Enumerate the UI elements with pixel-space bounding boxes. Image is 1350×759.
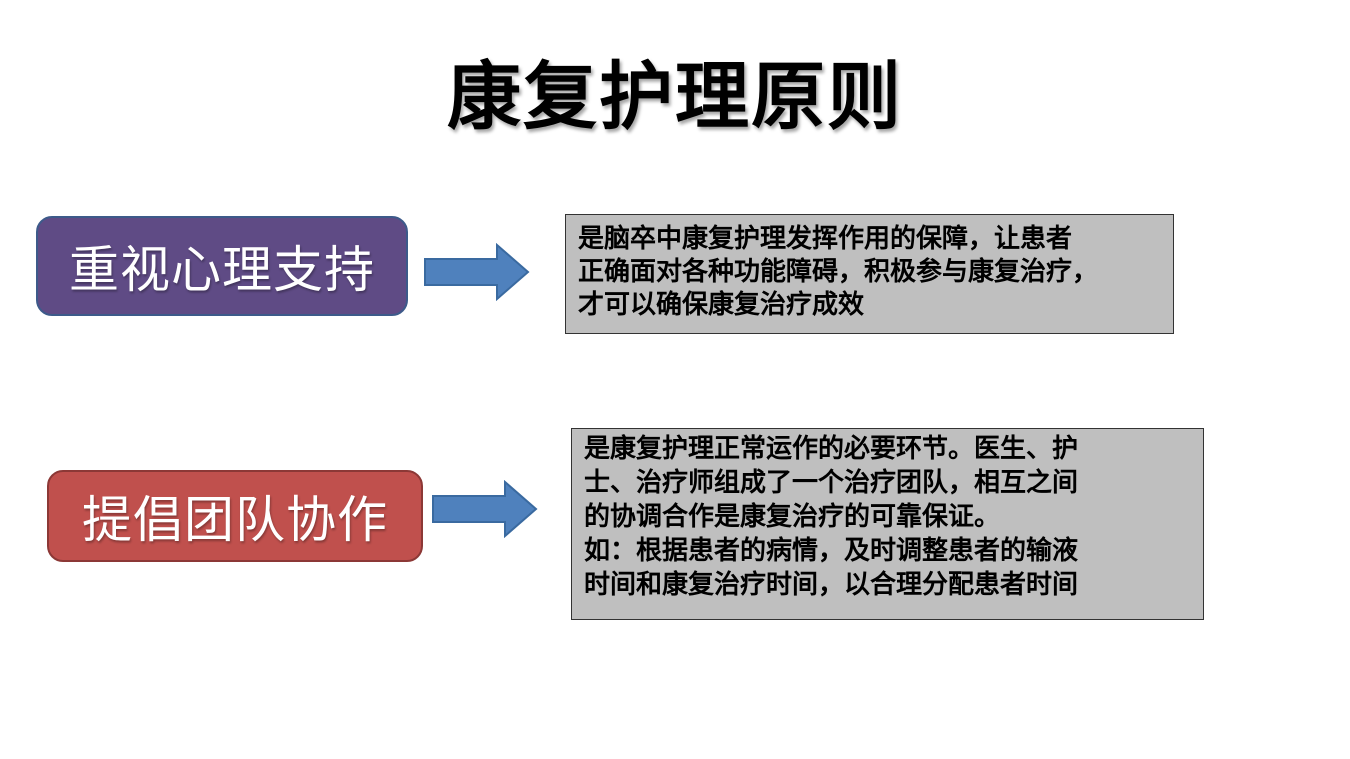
principle-description-psychological-support: 是脑卒中康复护理发挥作用的保障，让患者 正确面对各种功能障碍，积极参与康复治疗，… (565, 214, 1174, 334)
principle-label-team-collaboration: 提倡团队协作 (47, 470, 423, 562)
principle-description-team-collaboration: 是康复护理正常运作的必要环节。医生、护 士、治疗师组成了一个治疗团队，相互之间 … (571, 428, 1204, 620)
principle-label-psychological-support: 重视心理支持 (36, 216, 408, 316)
right-arrow-icon (424, 243, 530, 301)
slide-title: 康复护理原则 (447, 54, 903, 140)
right-arrow-icon (432, 480, 538, 538)
